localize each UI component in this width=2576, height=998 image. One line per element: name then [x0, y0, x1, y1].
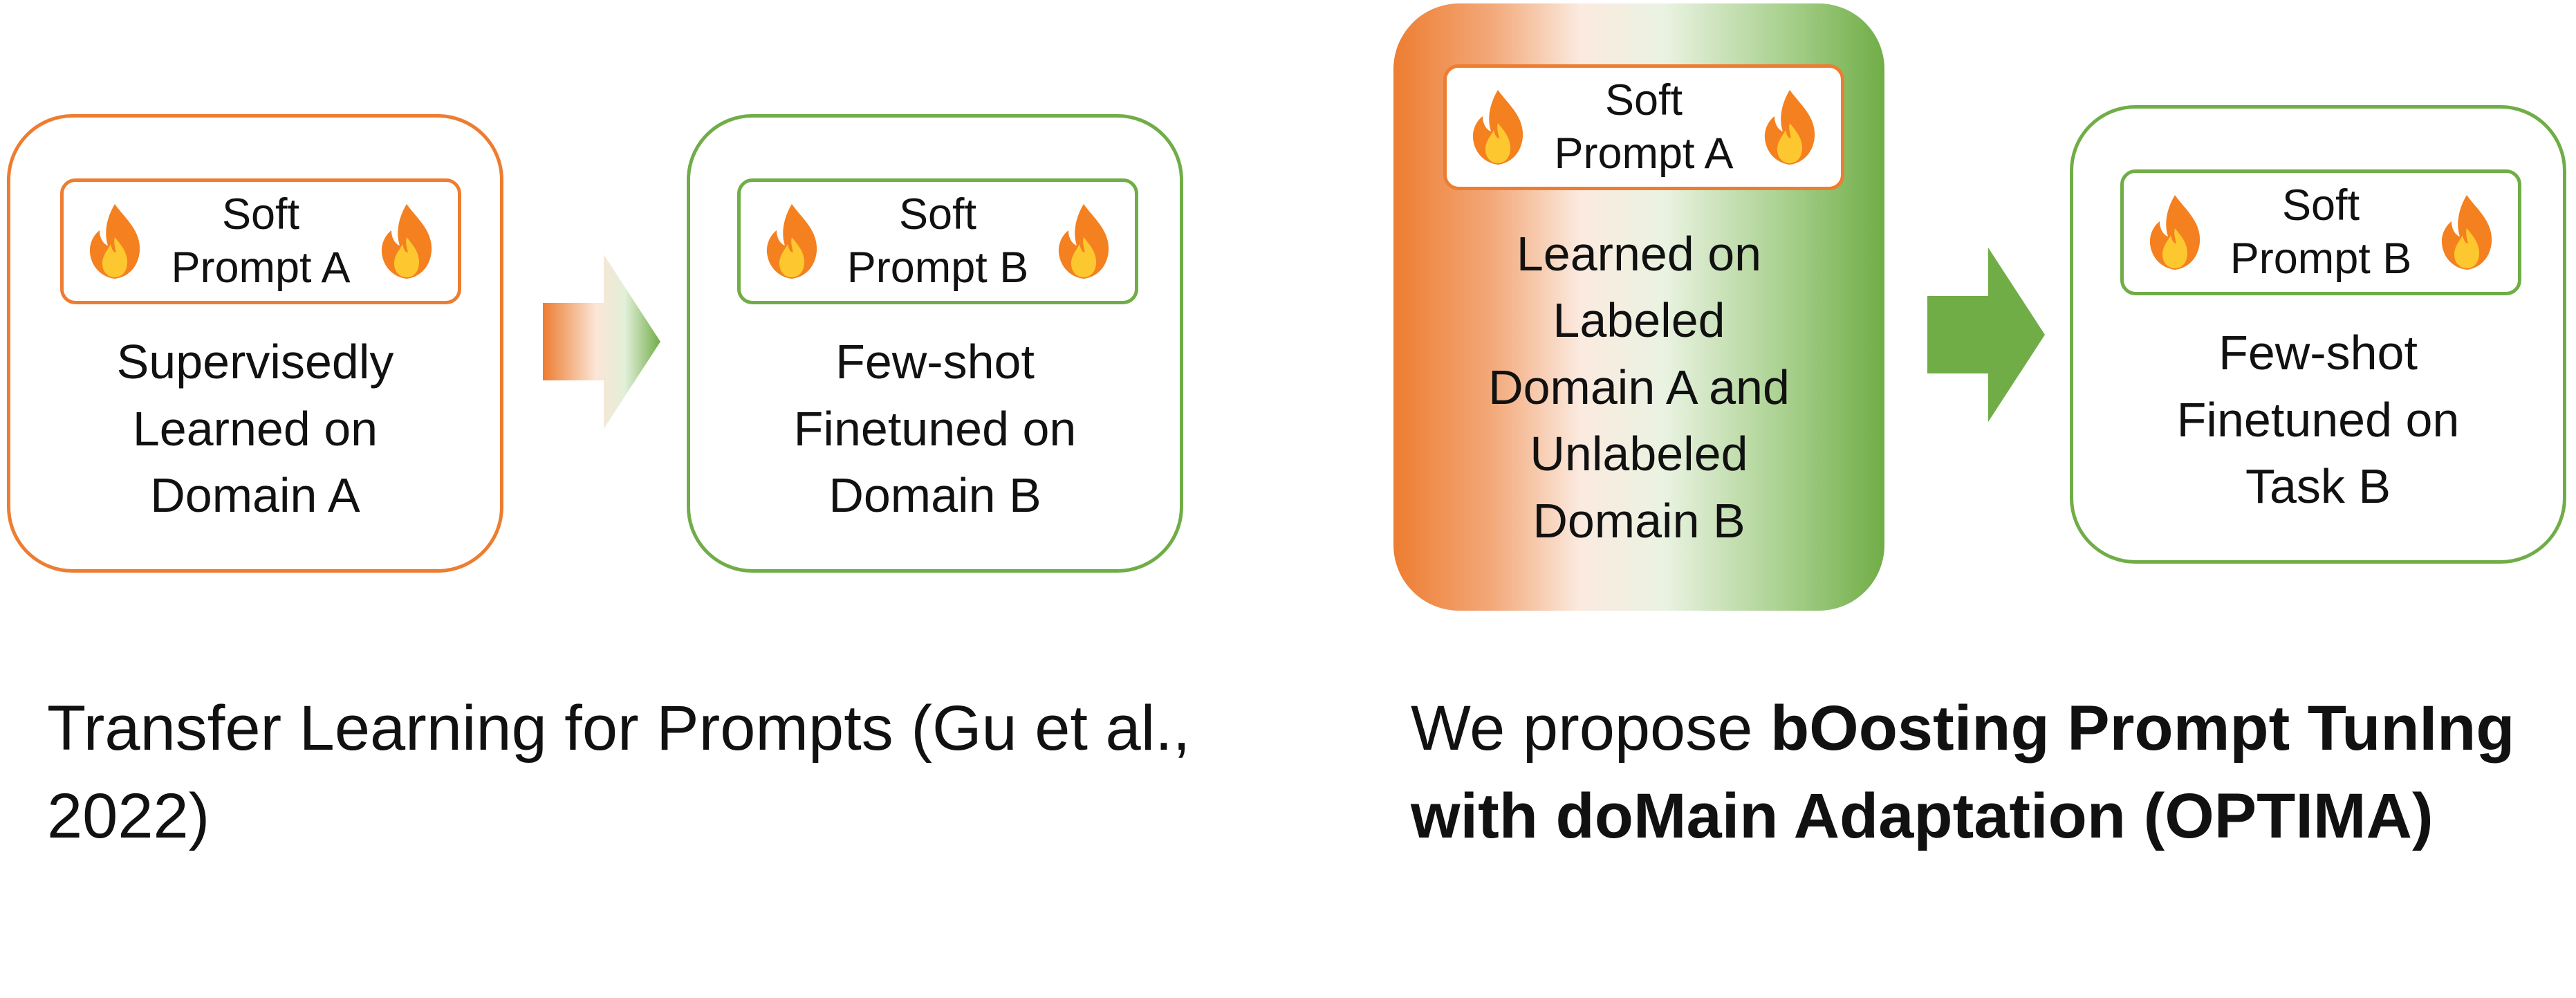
fire-icon — [1761, 89, 1819, 166]
fire-icon — [86, 203, 144, 280]
prompt-text: Soft Prompt B — [2230, 181, 2412, 283]
fire-icon — [378, 203, 436, 280]
fire-icon — [2146, 194, 2204, 271]
box-description: Few-shot Finetuned on Task B — [2087, 316, 2549, 524]
caption-prefix: We propose — [1411, 693, 1770, 764]
soft-prompt-b-card: Soft Prompt B — [2120, 169, 2521, 295]
left-source-box: Soft Prompt A Supervisedly Learned on Do… — [7, 114, 503, 573]
fire-icon — [763, 203, 821, 280]
fire-icon — [1469, 89, 1527, 166]
prompt-label: Soft Prompt A — [1530, 73, 1758, 181]
soft-prompt-a-card: Soft Prompt A — [1443, 64, 1844, 190]
soft-prompt-b-card: Soft Prompt B — [737, 178, 1138, 304]
prompt-label: Soft Prompt B — [2207, 178, 2435, 286]
prompt-text: Soft Prompt A — [171, 190, 351, 292]
optima-target-box: Soft Prompt B Few-shot Finetuned on Task… — [2070, 105, 2566, 564]
description-text: Few-shot Finetuned on Domain B — [793, 335, 1077, 523]
box-description: Few-shot Finetuned on Domain B — [704, 325, 1166, 533]
right-arrow-icon — [543, 255, 660, 429]
left-target-box: Soft Prompt B Few-shot Finetuned on Doma… — [687, 114, 1183, 573]
optima-source-box: Soft Prompt A Learned on Labeled Domain … — [1393, 3, 1884, 611]
right-arrow-icon — [1927, 248, 2045, 422]
caption-method-name: bOosting Prompt TunIng with doMain Adapt… — [1411, 693, 2515, 851]
prompt-text: Soft Prompt A — [1554, 76, 1734, 178]
left-caption: Transfer Learning for Prompts (Gu et al.… — [47, 685, 1223, 860]
caption-text: Transfer Learning for Prompts (Gu et al.… — [47, 693, 1191, 851]
description-text: Few-shot Finetuned on Task B — [2176, 326, 2460, 514]
box-description: Learned on Labeled Domain A and Unlabele… — [1400, 211, 1878, 564]
description-text: Learned on Labeled Domain A and Unlabele… — [1488, 226, 1790, 548]
soft-prompt-a-card: Soft Prompt A — [60, 178, 461, 304]
prompt-label: Soft Prompt A — [147, 187, 375, 295]
description-text: Supervisedly Learned on Domain A — [116, 335, 394, 523]
prompt-label: Soft Prompt B — [824, 187, 1052, 295]
box-description: Supervisedly Learned on Domain A — [24, 325, 486, 533]
prompt-text: Soft Prompt B — [846, 190, 1029, 292]
right-caption: We propose bOosting Prompt TunIng with d… — [1411, 685, 2545, 860]
fire-icon — [1055, 203, 1113, 280]
fire-icon — [2438, 194, 2496, 271]
